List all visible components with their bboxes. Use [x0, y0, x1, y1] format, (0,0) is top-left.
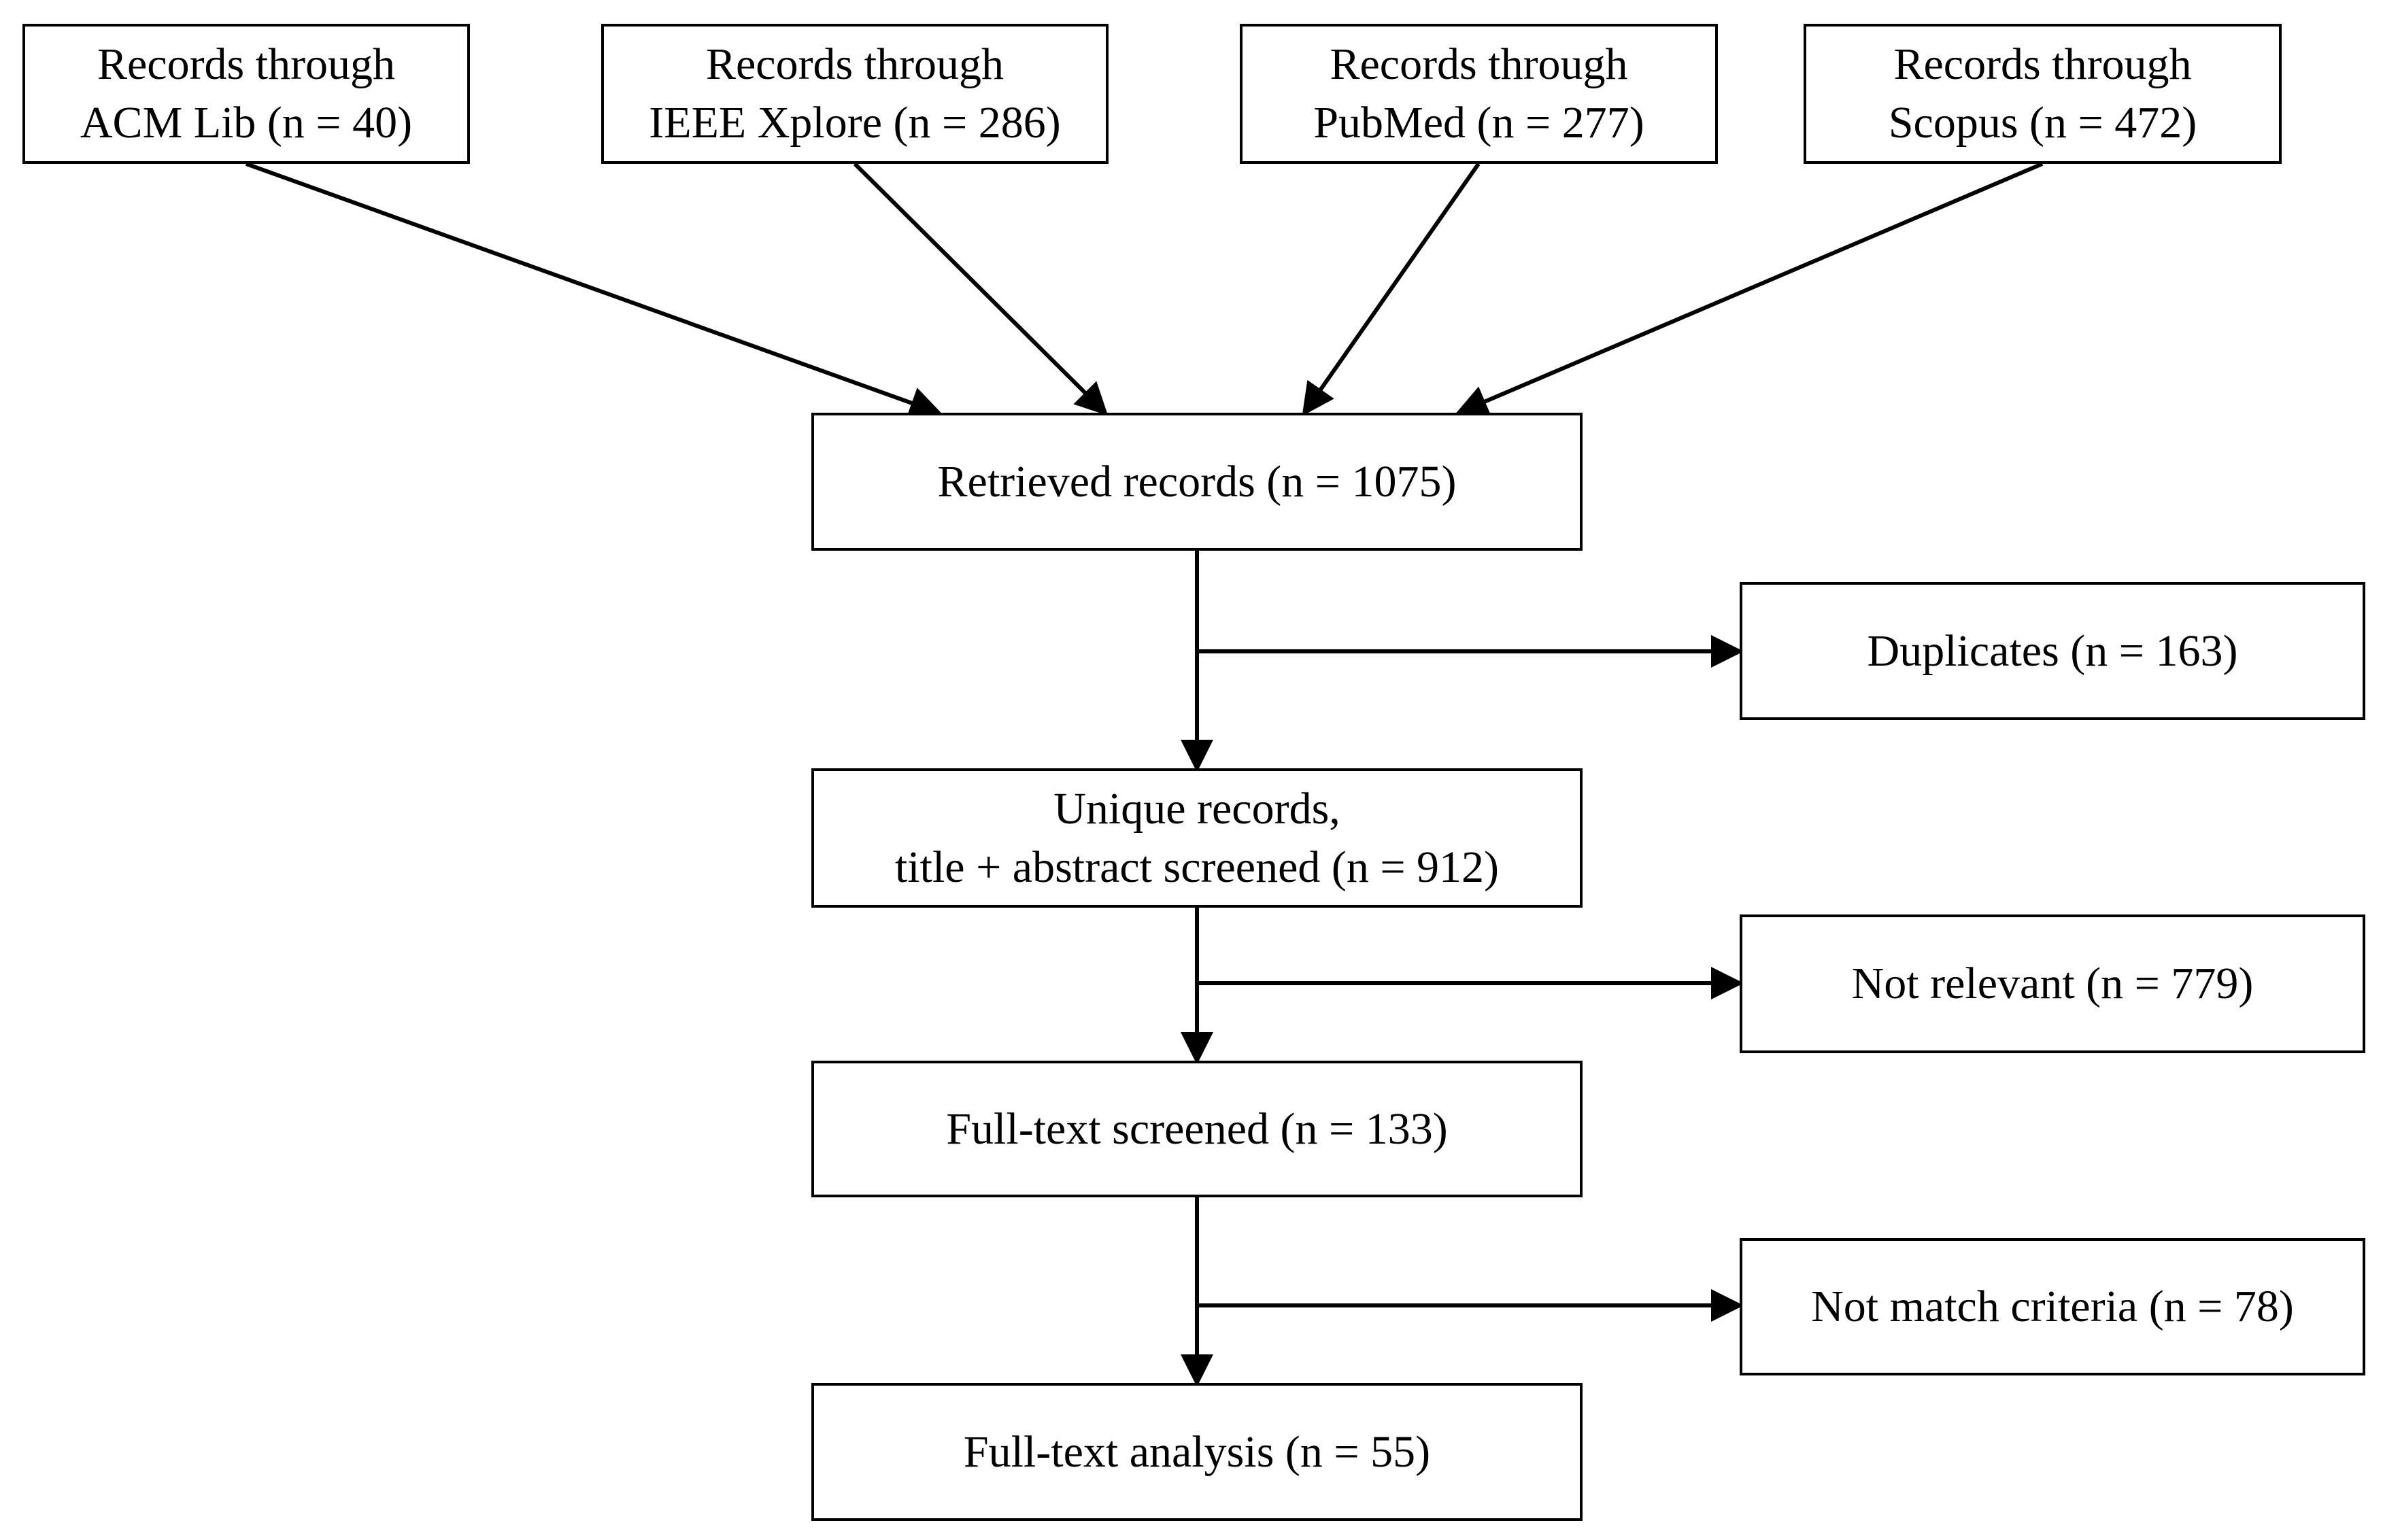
box-line: Full-text screened (n = 133) [946, 1103, 1448, 1154]
retrieved-records-box: Retrieved records (n = 1075) [811, 413, 1583, 551]
box-line: Duplicates (n = 163) [1867, 626, 2238, 676]
source-box-scopus: Records through Scopus (n = 472) [1804, 24, 2282, 164]
box-line: IEEE Xplore (n = 286) [649, 98, 1061, 148]
source-box-ieee: Records through IEEE Xplore (n = 286) [601, 24, 1109, 164]
box-line: Records through [705, 39, 1004, 89]
box-line: Records through [1893, 39, 2192, 89]
arrow-acm-to-retrieved [245, 162, 943, 419]
fulltext-analysis-box: Full-text analysis (n = 55) [811, 1383, 1583, 1521]
duplicates-box: Duplicates (n = 163) [1740, 582, 2365, 720]
box-line: Full-text analysis (n = 55) [963, 1426, 1431, 1477]
box-line: ACM Lib (n = 40) [80, 98, 413, 148]
box-line: Records through [97, 39, 396, 89]
unique-records-box: Unique records, title + abstract screene… [811, 768, 1583, 908]
box-line: PubMed (n = 277) [1313, 98, 1644, 148]
box-line: Retrieved records (n = 1075) [937, 456, 1457, 507]
not-relevant-box: Not relevant (n = 779) [1740, 914, 2365, 1053]
arrow-scopus-to-retrieved [1455, 162, 2044, 417]
source-box-acm: Records through ACM Lib (n = 40) [22, 24, 470, 164]
box-line: Unique records, [1053, 783, 1340, 834]
source-box-pubmed: Records through PubMed (n = 277) [1240, 24, 1718, 164]
box-line: title + abstract screened (n = 912) [894, 842, 1500, 892]
arrow-ieee-to-retrieved [853, 162, 1109, 416]
box-line: Not match criteria (n = 78) [1811, 1282, 2294, 1331]
not-match-criteria-box: Not match criteria (n = 78) [1740, 1238, 2365, 1375]
arrow-pubmed-to-retrieved [1302, 162, 1481, 416]
fulltext-screened-box: Full-text screened (n = 133) [811, 1061, 1583, 1197]
box-line: Records through [1330, 39, 1628, 89]
box-line: Not relevant (n = 779) [1851, 959, 2254, 1008]
box-line: Scopus (n = 472) [1888, 98, 2197, 148]
